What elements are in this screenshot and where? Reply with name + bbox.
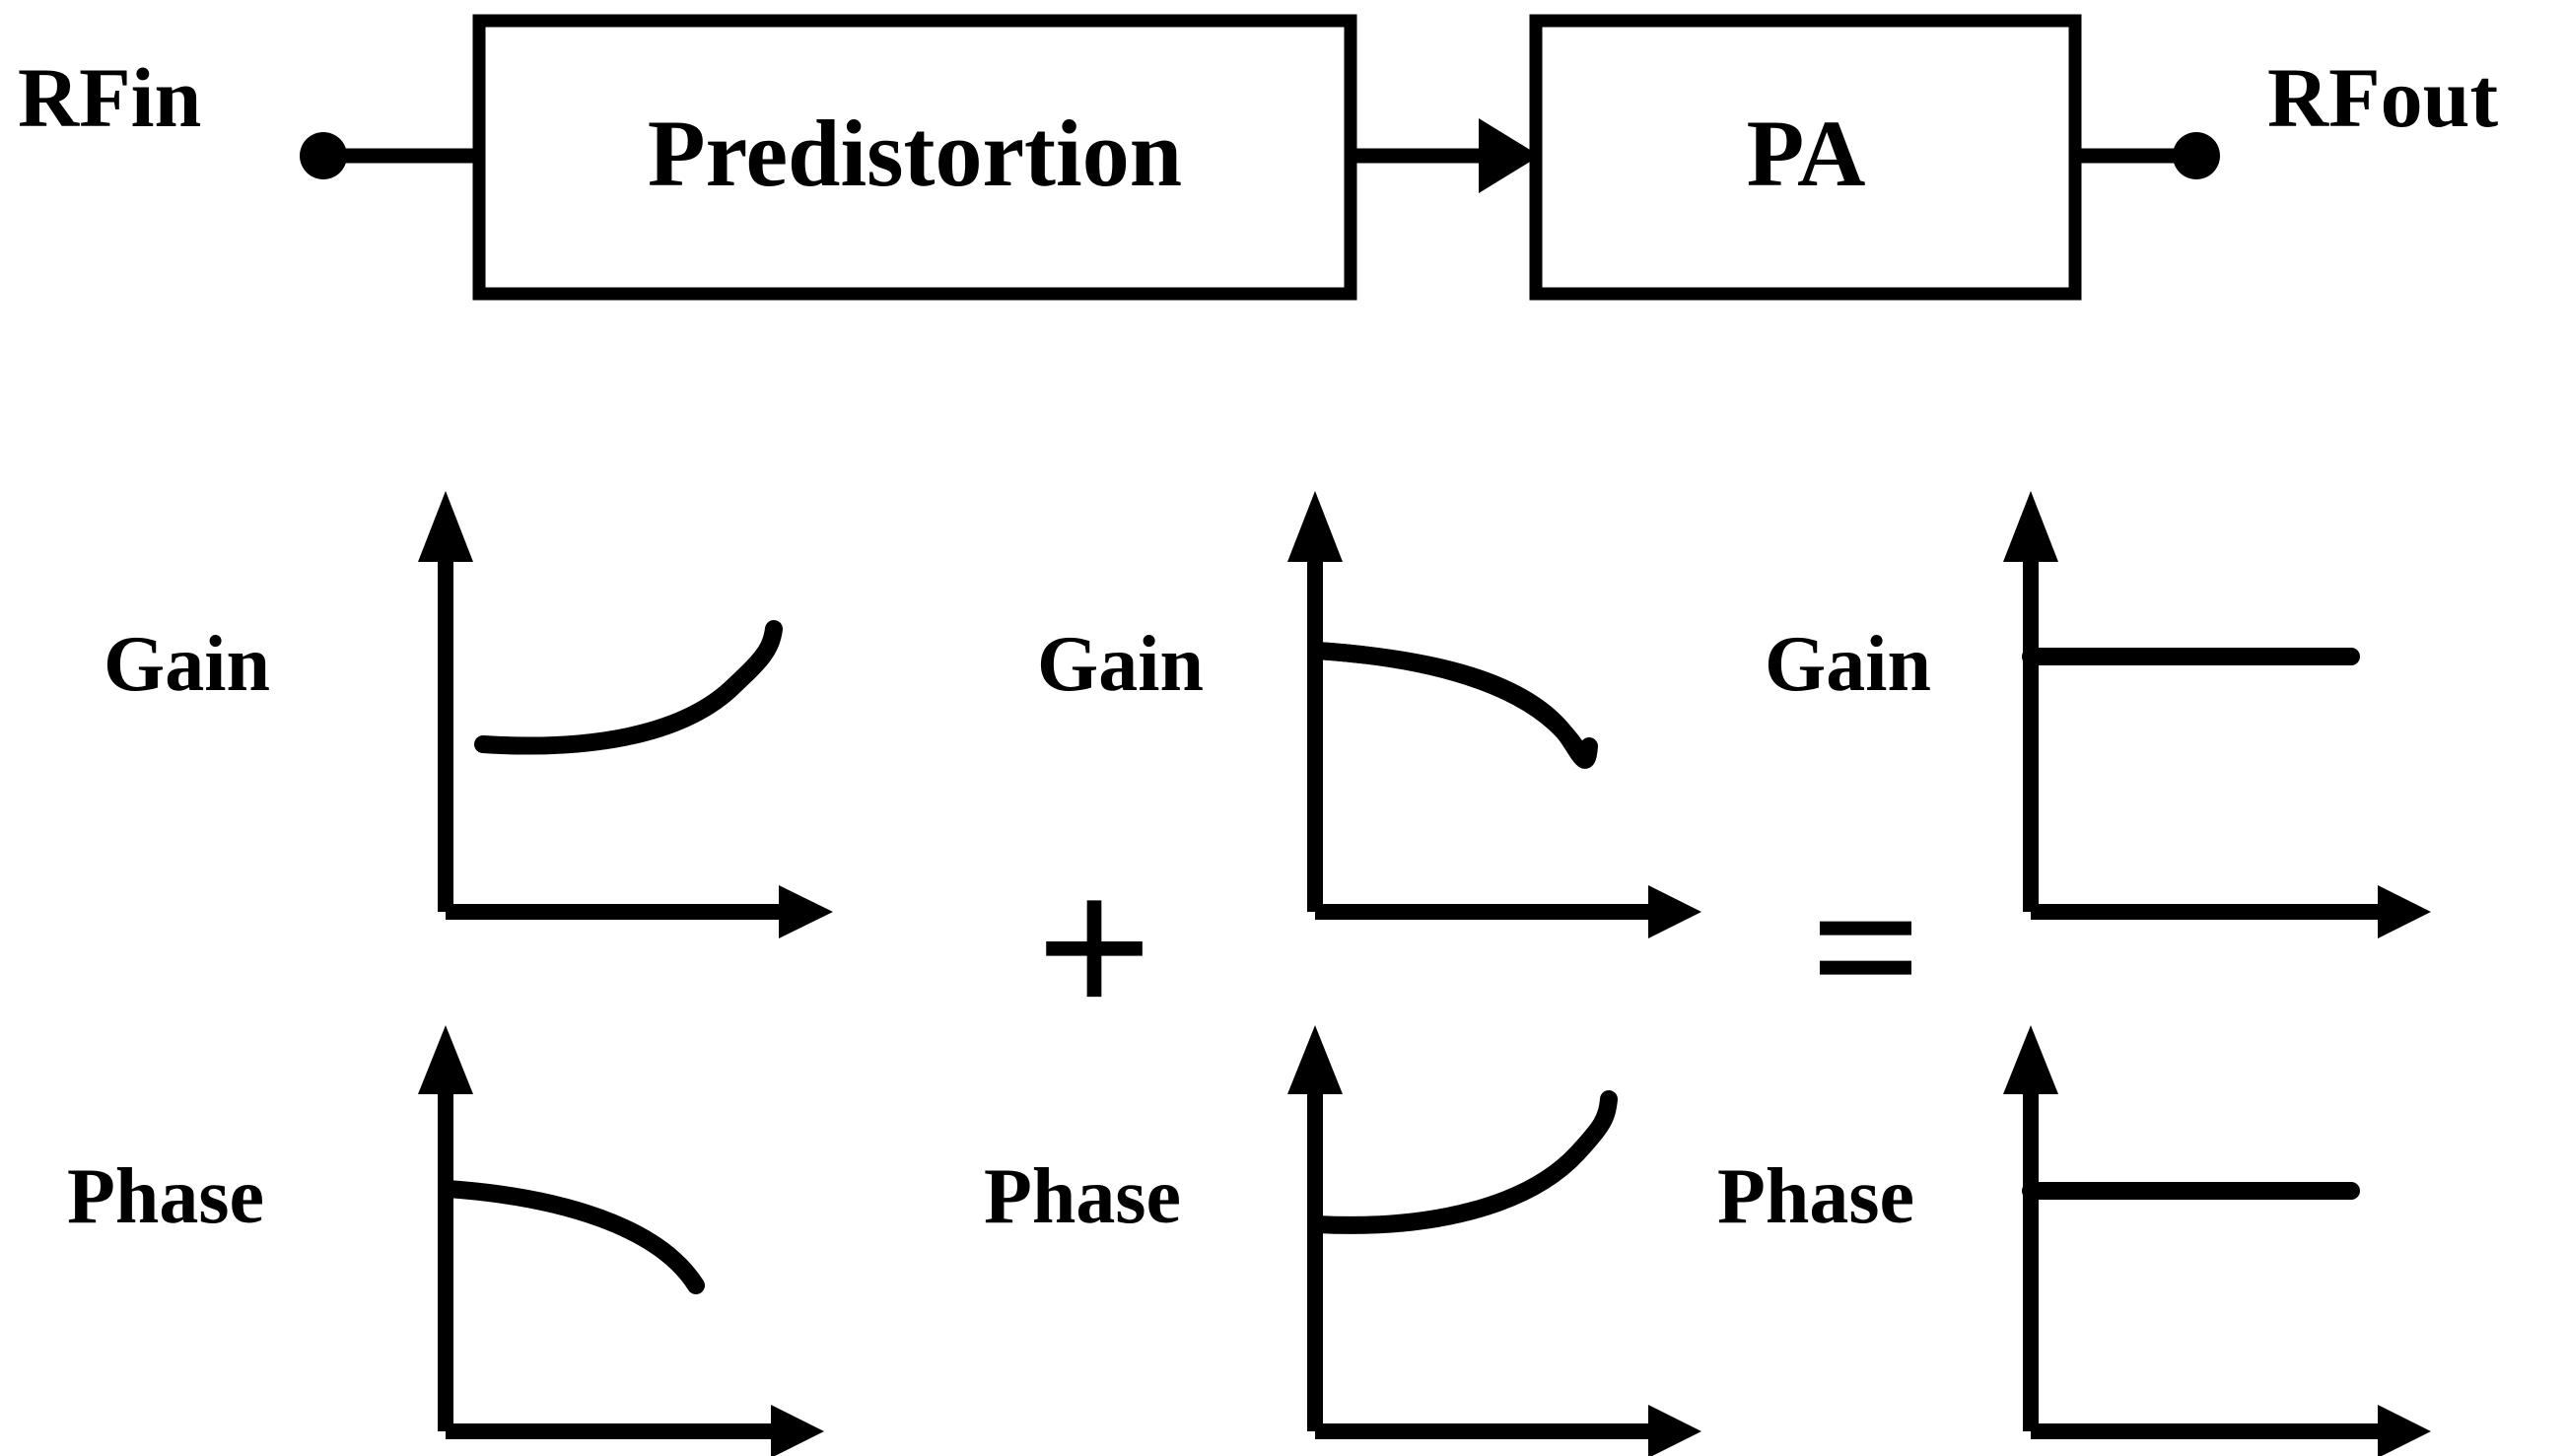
plot-pa-phase-y-axis-arrow-icon <box>1287 1025 1343 1094</box>
plot-pa-gain: Gain <box>1037 491 1701 938</box>
plot-pa-gain-ylabel: Gain <box>1037 621 1204 708</box>
plot-result-phase-x-axis-arrow-icon <box>2378 1405 2431 1456</box>
plot-pa-gain-y-axis-arrow-icon <box>1287 491 1343 562</box>
pa-block-label: PA <box>1747 101 1866 206</box>
plot-predistortion-gain: Gain <box>104 491 833 938</box>
plus-operator: + <box>1035 834 1153 1063</box>
equals-operator: = <box>1810 839 1922 1057</box>
plot-pa-gain-curve-tail <box>1308 642 1586 758</box>
plot-result-gain-x-axis-arrow-icon <box>2378 885 2431 938</box>
rfout-terminal-dot <box>2173 132 2220 179</box>
plot-result-phase-ylabel: Phase <box>1717 1153 1914 1240</box>
plot-pa-phase-x-axis-arrow-icon <box>1648 1405 1701 1456</box>
rfin-terminal-dot <box>300 132 347 179</box>
plot-pa-phase-curve <box>1308 1090 1618 1234</box>
plot-result-phase-y-axis-arrow-icon <box>2003 1025 2058 1094</box>
plot-result-gain-y-axis-arrow-icon <box>2003 491 2058 562</box>
plot-result-gain-ylabel: Gain <box>1765 621 1931 708</box>
plot-result-phase: Phase <box>1717 1025 2431 1456</box>
plot-predistortion-phase-curve <box>439 1180 705 1294</box>
plot-predistortion-phase: Phase <box>67 1025 824 1456</box>
plot-pa-phase-ylabel: Phase <box>984 1153 1181 1240</box>
plot-pa-phase: Phase <box>984 1025 1701 1456</box>
predistortion-block-label: Predistortion <box>648 101 1182 206</box>
rfout-label: RFout <box>2267 50 2498 145</box>
plot-predistortion-gain-curve <box>474 620 783 755</box>
plot-predistortion-gain-x-axis-arrow-icon <box>779 885 833 938</box>
rfin-label: RFin <box>18 50 201 145</box>
interstage-arrow-icon <box>1479 118 1540 193</box>
plot-predistortion-phase-y-axis-arrow-icon <box>418 1025 473 1094</box>
plot-predistortion-phase-x-axis-arrow-icon <box>771 1405 824 1456</box>
plot-result-gain: Gain <box>1765 491 2431 938</box>
plot-predistortion-gain-ylabel: Gain <box>104 621 270 708</box>
plot-predistortion-gain-y-axis-arrow-icon <box>418 491 473 562</box>
plot-pa-gain-x-axis-arrow-icon <box>1648 885 1701 938</box>
plot-predistortion-phase-ylabel: Phase <box>67 1153 264 1240</box>
